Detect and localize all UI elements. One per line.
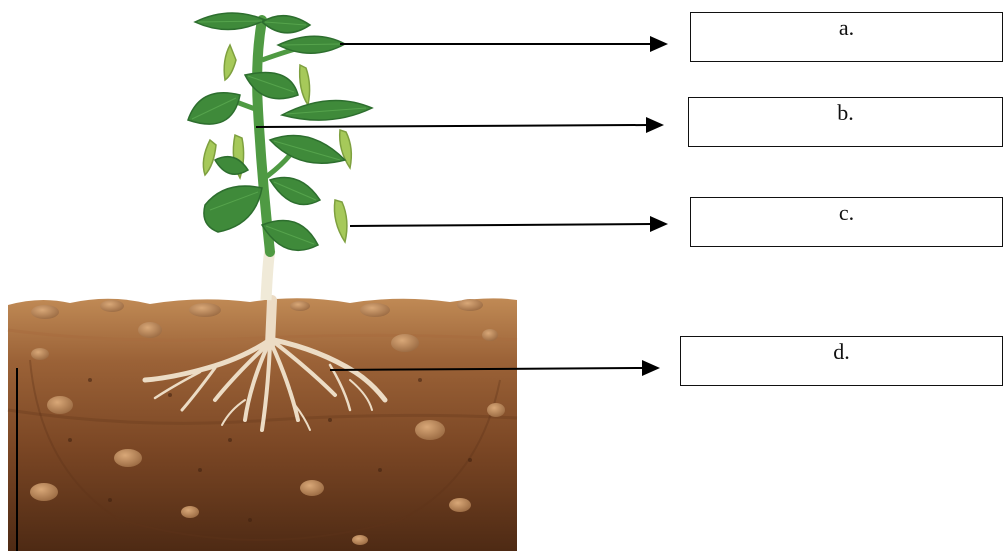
arrow-c xyxy=(350,224,652,226)
label-c: c. xyxy=(691,200,1002,226)
label-a: a. xyxy=(691,15,1002,41)
label-b: b. xyxy=(689,100,1002,126)
label-box-b[interactable]: b. xyxy=(688,97,1003,147)
label-box-d[interactable]: d. xyxy=(680,336,1003,386)
label-box-a[interactable]: a. xyxy=(690,12,1003,62)
label-d: d. xyxy=(681,339,1002,365)
arrow-b xyxy=(256,125,648,127)
label-box-c[interactable]: c. xyxy=(690,197,1003,247)
